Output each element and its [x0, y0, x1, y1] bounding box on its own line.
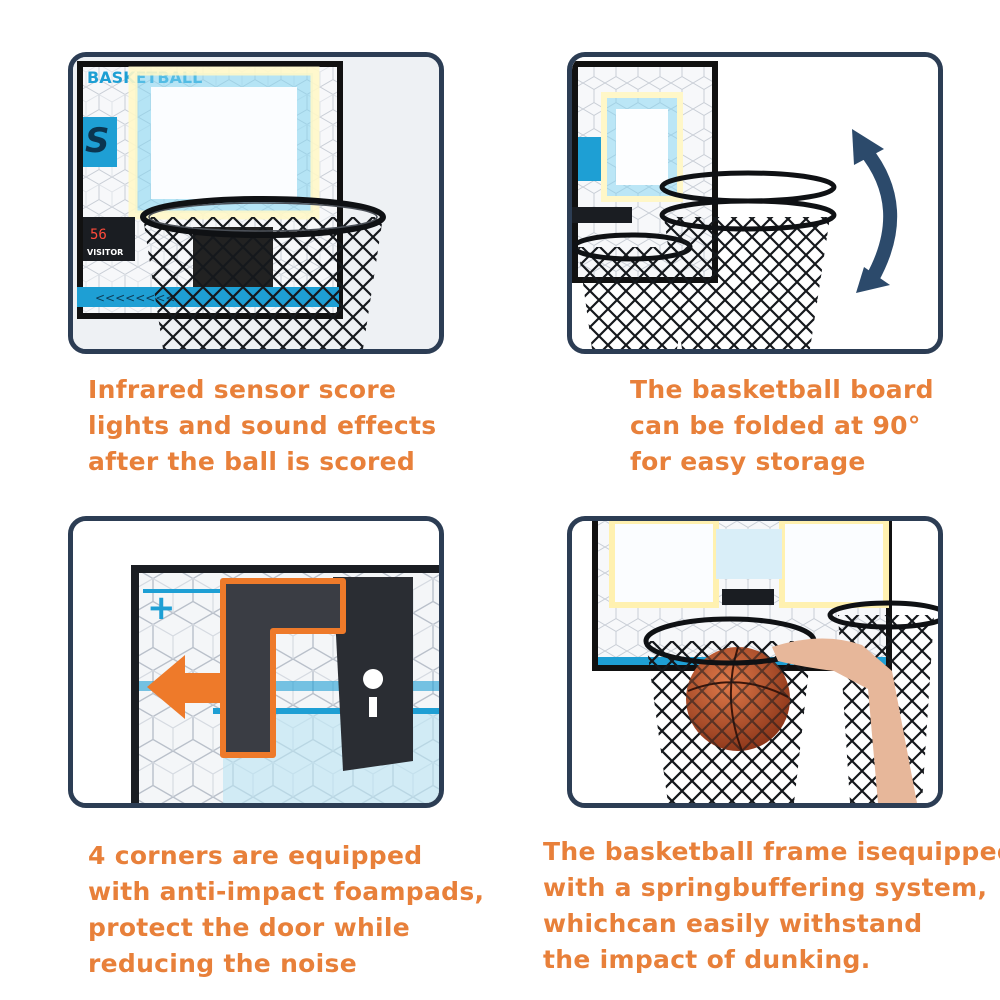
svg-text:S: S [85, 121, 110, 161]
left-arrow-icon [147, 655, 223, 719]
score-display: 56 [90, 227, 107, 243]
caption-foldable-board: The basketball board can be folded at 90… [630, 375, 934, 476]
feature-image-foldable-board [567, 52, 943, 354]
caption-foampads: 4 corners are equipped with anti-impact … [88, 841, 485, 978]
feature-image-infrared-sensor: <<<<<<<< S BASKETBALL 56 VISITOR [68, 52, 444, 354]
score-label: VISITOR [87, 248, 123, 257]
caption-infrared-sensor: Infrared sensor score lights and sound e… [88, 375, 437, 476]
hook-illustration: + [73, 521, 439, 803]
caption-spring-rim: The basketball frame isequipped with a s… [543, 837, 1000, 974]
curved-double-arrow-icon [852, 129, 898, 293]
fold-illustration [572, 57, 938, 349]
dunk-illustration [572, 521, 938, 803]
svg-text:+: + [147, 588, 176, 628]
feature-image-foampads: + [68, 516, 444, 808]
feature-image-spring-rim [567, 516, 943, 808]
hoop-illustration: <<<<<<<< S BASKETBALL 56 VISITOR [73, 57, 439, 349]
